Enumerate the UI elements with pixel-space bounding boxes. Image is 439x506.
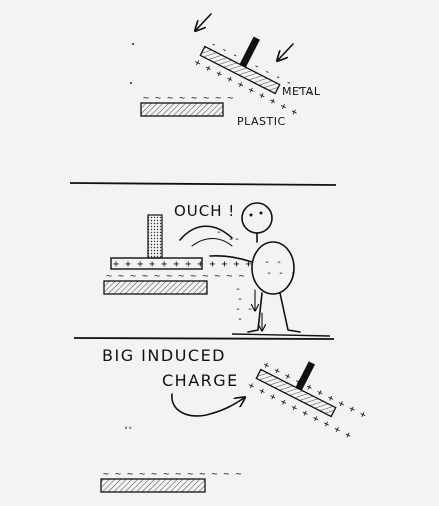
label-ouch: OUCH !: [174, 202, 235, 220]
svg-text:-: -: [237, 314, 243, 325]
svg-text:~ ~ ~ ~ ~ ~ ~ ~: ~ ~ ~ ~ ~ ~ ~ ~: [143, 93, 233, 104]
svg-text:-: -: [235, 284, 241, 295]
metal-disc-flat: [110, 257, 203, 270]
plastic-slab-3: ~ ~ ~ ~ ~ ~ ~ ~ ~ ~ ~ ~: [100, 469, 241, 493]
divider-top: [69, 182, 337, 186]
svg-text:- -: - -: [235, 304, 253, 315]
panel-induced-charge: BIG INDUCED CHARGE + + + + + + + + + + +…: [100, 346, 368, 493]
svg-text:∘∘: ∘∘: [124, 424, 132, 432]
label-metal: METAL: [282, 85, 321, 98]
insulating-handle: [239, 36, 260, 68]
divider-bottom: [73, 337, 335, 340]
arrow-down-left-2: [278, 43, 294, 60]
svg-text:--: --: [228, 234, 240, 245]
label-charge: CHARGE: [162, 371, 239, 390]
svg-text:-: -: [216, 227, 222, 238]
charge-flow-to-ground: - - - - -: [235, 284, 262, 330]
svg-text:~ ~ ~ ~ ~ ~ ~ ~ ~ ~ ~ ~: ~ ~ ~ ~ ~ ~ ~ ~ ~ ~ ~ ~: [106, 271, 244, 282]
insulating-handle-2: [295, 361, 315, 391]
panel-charging: - - - - - - - - - - + + + + + + + + + + …: [130, 13, 321, 128]
curved-arrow: [171, 393, 244, 417]
label-plastic: PLASTIC: [237, 115, 286, 128]
plastic-slab: ~ ~ ~ ~ ~ ~ ~ ~: [140, 93, 233, 117]
svg-text:-: -: [237, 294, 243, 305]
stick-figure: - - - - -: [209, 202, 301, 333]
charged-disc-tilted: + + + + + + + + + + + + + + + + + + + +: [246, 360, 368, 442]
svg-text:~ ~ ~ ~ ~ ~ ~ ~ ~ ~ ~ ~: ~ ~ ~ ~ ~ ~ ~ ~ ~ ~ ~ ~: [103, 469, 241, 480]
panel-discharge: OUCH ! + + + + + + + + + + + + ~ ~ ~ ~ ~…: [103, 202, 331, 337]
figure-body: [251, 241, 295, 295]
svg-text:- -: - -: [264, 257, 282, 268]
plastic-slab-2: [103, 280, 208, 295]
ground-line: [231, 333, 331, 337]
label-big-induced: BIG INDUCED: [102, 346, 226, 365]
spark-curve: [179, 225, 233, 241]
arrow-down-left-1: [196, 13, 212, 30]
handle-upright: [147, 214, 163, 259]
figure-head: [241, 202, 273, 234]
svg-text:- - -: - - -: [266, 268, 296, 279]
svg-text:+ + + + + + + + + + + +: + + + + + + + + + + + +: [113, 259, 251, 270]
